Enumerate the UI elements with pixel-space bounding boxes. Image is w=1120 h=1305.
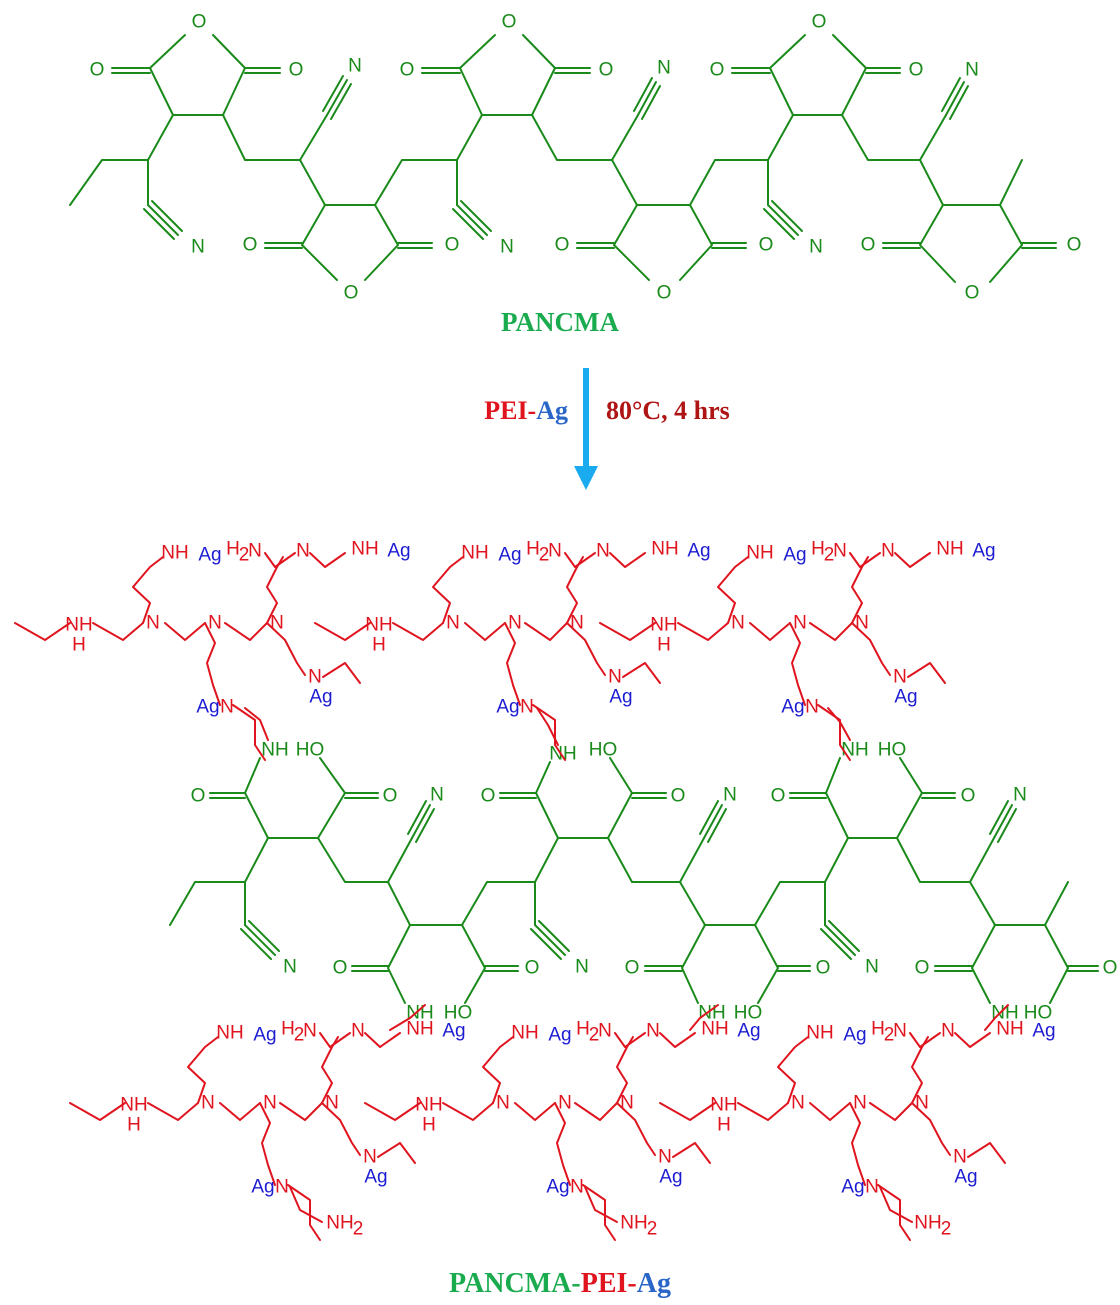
atom-label: O bbox=[445, 235, 460, 256]
atom-label: O bbox=[555, 235, 570, 256]
atom-label: N bbox=[965, 60, 979, 81]
caption-ag: Ag bbox=[637, 1268, 671, 1299]
atom-label: O bbox=[961, 786, 976, 807]
atom-label: N bbox=[723, 785, 737, 806]
atom-label: N bbox=[1013, 785, 1027, 806]
atom-label: O bbox=[191, 786, 206, 807]
atom-label: 2 bbox=[941, 1219, 952, 1240]
product-caption: PANCMA-PEI-Ag bbox=[449, 1268, 671, 1299]
atom-label: NH bbox=[326, 1213, 353, 1234]
atom-label: O bbox=[192, 12, 207, 33]
atom-label: O bbox=[710, 60, 725, 81]
atom-label: O bbox=[1103, 958, 1118, 979]
atom-label: N bbox=[283, 957, 297, 978]
carboxyl-ho: HO bbox=[296, 740, 325, 761]
carboxyl-ho: HO bbox=[444, 1003, 473, 1024]
atom-label: O bbox=[861, 235, 876, 256]
pei-cluster-bottom-1 bbox=[69, 1017, 467, 1241]
atom-label: O bbox=[909, 60, 924, 81]
atom-label: O bbox=[771, 786, 786, 807]
caption-pancma: PANCMA- bbox=[449, 1268, 581, 1299]
atom-label: O bbox=[812, 12, 827, 33]
atom-label: O bbox=[625, 958, 640, 979]
pancma-caption: PANCMA bbox=[501, 307, 619, 337]
atom-label: N bbox=[191, 237, 205, 258]
atom-label: N bbox=[500, 237, 514, 258]
atom-label: N bbox=[809, 237, 823, 258]
carboxyl-ho: HO bbox=[734, 1003, 763, 1024]
atom-label: O bbox=[657, 283, 672, 304]
grafted-backbone bbox=[169, 757, 1099, 1004]
pei-cluster-bottom-2 bbox=[364, 1017, 762, 1241]
reagent-ag: Ag bbox=[536, 396, 568, 425]
atom-label: N bbox=[575, 957, 589, 978]
atom-label: O bbox=[671, 786, 686, 807]
atom-label: O bbox=[965, 283, 980, 304]
graft-linker bbox=[984, 1004, 1009, 1031]
atom-label: O bbox=[243, 235, 258, 256]
atom-label: O bbox=[344, 283, 359, 304]
pancma-structure bbox=[69, 34, 1057, 283]
atom-label: O bbox=[289, 60, 304, 81]
caption-pei: PEI- bbox=[581, 1268, 637, 1299]
atom-label: O bbox=[333, 958, 348, 979]
pei-cluster-bottom-3 bbox=[659, 1017, 1057, 1241]
reagent-label: PEI-Ag bbox=[484, 396, 568, 425]
atom-label: O bbox=[481, 786, 496, 807]
pancma-atom-labels: O O O N O O O N O O O N N O O O N O O O … bbox=[90, 12, 1082, 304]
graft-linker bbox=[689, 1004, 719, 1031]
amide-nh: NH bbox=[841, 740, 868, 761]
pei-cluster-top-2 bbox=[314, 537, 712, 761]
pei-cluster-top-3 bbox=[599, 537, 997, 761]
atom-label: O bbox=[383, 786, 398, 807]
atom-label: NH bbox=[620, 1213, 647, 1234]
carboxyl-ho: HO bbox=[1024, 1003, 1053, 1024]
amide-nh: NH bbox=[549, 744, 576, 765]
amide-nh: NH bbox=[261, 740, 288, 761]
atom-label: O bbox=[915, 958, 930, 979]
atom-label: O bbox=[525, 958, 540, 979]
atom-label: NH bbox=[914, 1213, 941, 1234]
atom-label: O bbox=[400, 60, 415, 81]
atom-label: O bbox=[816, 958, 831, 979]
reaction-conditions: 80°C, 4 hrs bbox=[606, 396, 730, 425]
terminal-amines: NH 2 NH 2 NH 2 bbox=[289, 1186, 952, 1240]
atom-label: N bbox=[657, 58, 671, 79]
atom-label: N bbox=[348, 56, 362, 77]
atom-label: 2 bbox=[647, 1219, 658, 1240]
pei-cluster-top-1 bbox=[14, 537, 412, 761]
graft-linker bbox=[389, 1004, 426, 1031]
atom-label: N bbox=[430, 785, 444, 806]
atom-label: O bbox=[90, 60, 105, 81]
reagent-pei: PEI- bbox=[484, 396, 536, 425]
graft-linker bbox=[244, 707, 269, 741]
atom-label: O bbox=[759, 235, 774, 256]
carboxyl-ho: HO bbox=[878, 740, 907, 761]
atom-label: N bbox=[865, 957, 879, 978]
grafted-atom-labels: NH HO O O N NH HO O O N NH HO O O N N O … bbox=[191, 740, 1118, 1024]
atom-label: 2 bbox=[353, 1219, 364, 1240]
atom-label: O bbox=[502, 12, 517, 33]
atom-label: O bbox=[599, 60, 614, 81]
graft-linker bbox=[827, 707, 851, 741]
carboxyl-ho: HO bbox=[589, 740, 618, 761]
graft-linker bbox=[536, 707, 559, 746]
atom-label: O bbox=[1067, 235, 1082, 256]
